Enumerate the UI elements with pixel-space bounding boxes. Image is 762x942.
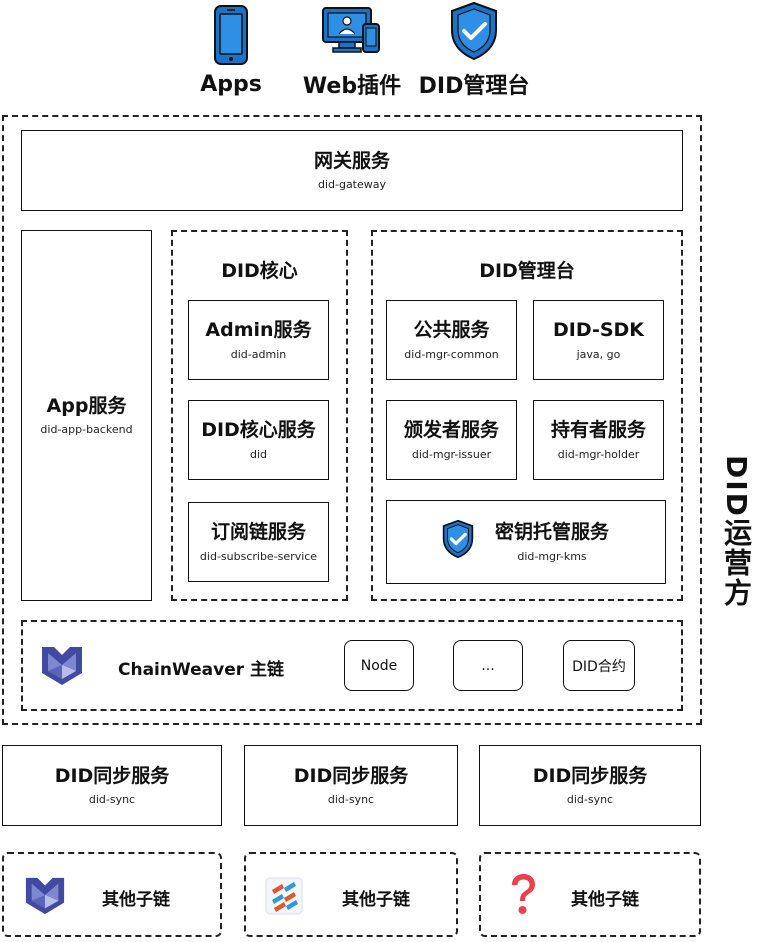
sync-title: DID同步服务 bbox=[54, 764, 170, 787]
service-title: Admin服务 bbox=[205, 319, 312, 342]
gateway-title: 网关服务 bbox=[313, 149, 390, 172]
chain-ellipsis: ... bbox=[453, 640, 523, 691]
main-chain-label: ChainWeaver 主链 bbox=[118, 660, 285, 680]
subchain-card: 其他子链 bbox=[2, 852, 222, 937]
subchain-label: 其他子链 bbox=[571, 890, 639, 910]
question-mark-icon bbox=[507, 872, 539, 918]
client-did-console: DID管理台 bbox=[412, 0, 536, 100]
did-core-group: DID核心 bbox=[171, 230, 348, 601]
did-core-title: DID核心 bbox=[221, 260, 298, 282]
did-mgr-group: DID管理台 bbox=[371, 230, 683, 601]
gateway-sub: did-gateway bbox=[317, 178, 387, 192]
sync-sub: did-sync bbox=[566, 793, 614, 807]
app-service-title: App服务 bbox=[46, 394, 127, 417]
service-title: DID核心服务 bbox=[201, 419, 316, 442]
service-sub: did-mgr-common bbox=[404, 347, 499, 361]
subchain-label: 其他子链 bbox=[102, 890, 170, 910]
client-label: Apps bbox=[200, 71, 262, 97]
sync-title: DID同步服务 bbox=[293, 764, 409, 787]
sync-sub: did-sync bbox=[327, 793, 375, 807]
service-title: 密钥托管服务 bbox=[494, 521, 609, 544]
shield-check-icon bbox=[441, 517, 475, 561]
service-title: 持有者服务 bbox=[550, 419, 646, 442]
service-sub: did-mgr-issuer bbox=[411, 447, 492, 461]
did-sdk: DID-SDK java, go bbox=[533, 300, 664, 380]
chainweaver-logo-icon bbox=[24, 874, 66, 916]
client-label: Web插件 bbox=[302, 74, 402, 99]
service-sub: did bbox=[249, 447, 268, 461]
chain-did-contract: DID合约 bbox=[563, 640, 635, 691]
hyperchain-logo-icon bbox=[264, 876, 304, 916]
subscribe-chain-service: 订阅链服务 did-subscribe-service bbox=[188, 502, 329, 582]
client-label: DID管理台 bbox=[418, 74, 530, 99]
service-title: 公共服务 bbox=[413, 319, 490, 342]
issuer-service: 颁发者服务 did-mgr-issuer bbox=[386, 400, 517, 480]
admin-service: Admin服务 did-admin bbox=[188, 300, 329, 380]
service-title: DID-SDK bbox=[552, 319, 645, 342]
client-apps: Apps bbox=[186, 0, 276, 100]
shield-check-icon bbox=[448, 0, 500, 62]
kms-service: 密钥托管服务 did-mgr-kms bbox=[386, 500, 666, 584]
service-sub: did-admin bbox=[230, 347, 287, 361]
app-service-sub: did-app-backend bbox=[40, 423, 133, 437]
service-sub: did-mgr-holder bbox=[557, 447, 640, 461]
did-sync-service: DID同步服务 did-sync bbox=[2, 745, 222, 826]
app-service: App服务 did-app-backend bbox=[21, 230, 152, 601]
service-title: 颁发者服务 bbox=[403, 419, 499, 442]
mgr-common-service: 公共服务 did-mgr-common bbox=[386, 300, 517, 380]
sync-sub: did-sync bbox=[88, 793, 136, 807]
did-core-service: DID核心服务 did bbox=[188, 400, 329, 480]
subchain-label: 其他子链 bbox=[342, 890, 410, 910]
client-web-plugin: Web插件 bbox=[300, 0, 404, 100]
sync-title: DID同步服务 bbox=[532, 764, 648, 787]
service-title: 订阅链服务 bbox=[210, 521, 306, 544]
did-mgr-title: DID管理台 bbox=[479, 260, 575, 282]
gateway-service: 网关服务 did-gateway bbox=[21, 130, 683, 211]
operator-label: DID运营方 bbox=[720, 455, 753, 608]
did-sync-service: DID同步服务 did-sync bbox=[479, 745, 701, 826]
subchain-card: 其他子链 bbox=[244, 852, 458, 937]
holder-service: 持有者服务 did-mgr-holder bbox=[533, 400, 664, 480]
service-sub: did-subscribe-service bbox=[199, 549, 318, 563]
chain-node: Node bbox=[344, 640, 414, 691]
desktop-web-icon bbox=[321, 0, 383, 62]
service-sub: did-mgr-kms bbox=[517, 549, 587, 563]
did-sync-service: DID同步服务 did-sync bbox=[244, 745, 458, 826]
mobile-phone-icon bbox=[211, 4, 251, 66]
subchain-card: 其他子链 bbox=[479, 852, 701, 937]
chainweaver-logo-icon bbox=[40, 643, 84, 687]
service-sub: java, go bbox=[576, 347, 621, 361]
operator-container bbox=[2, 115, 702, 725]
main-chain-group bbox=[21, 620, 683, 711]
